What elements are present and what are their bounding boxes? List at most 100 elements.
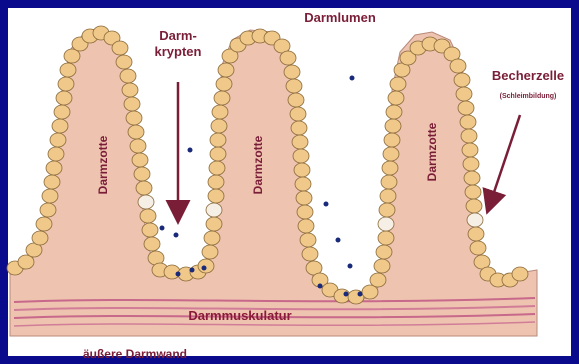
lumen-particle bbox=[344, 292, 349, 297]
epithelial-cell bbox=[122, 83, 138, 97]
epithelial-cell bbox=[379, 203, 395, 217]
epithelial-cell bbox=[208, 189, 224, 203]
epithelial-cell bbox=[112, 41, 128, 55]
epithelial-cell bbox=[124, 97, 140, 111]
lumen-particle bbox=[188, 148, 193, 153]
label-villus-1: Darmzotte bbox=[96, 135, 110, 194]
label-goblet-cell-function: (Schleimbildung) bbox=[500, 93, 557, 100]
lumen-particle bbox=[176, 272, 181, 277]
label-villus-3: Darmzotte bbox=[425, 122, 439, 181]
epithelial-cell bbox=[44, 175, 60, 189]
epithelial-cell bbox=[210, 147, 226, 161]
goblet-cell bbox=[378, 217, 394, 231]
epithelial-cell bbox=[295, 177, 311, 191]
lumen-particle bbox=[160, 226, 165, 231]
epithelial-cell bbox=[465, 185, 481, 199]
epithelial-cell bbox=[383, 147, 399, 161]
lumen-particle bbox=[318, 284, 323, 289]
epithelial-cell bbox=[456, 87, 472, 101]
epithelial-cell bbox=[208, 175, 224, 189]
goblet-cell bbox=[138, 195, 154, 209]
epithelial-cell bbox=[454, 73, 470, 87]
label-crypts-line1: Darm- bbox=[159, 28, 197, 43]
epithelial-cell bbox=[461, 129, 477, 143]
epithelial-cell bbox=[144, 237, 160, 251]
lumen-particle bbox=[336, 238, 341, 243]
epithelial-cell bbox=[302, 247, 318, 261]
epithelial-cell bbox=[42, 189, 58, 203]
epithelial-cell bbox=[512, 267, 528, 281]
epithelial-cell bbox=[382, 161, 398, 175]
epithelial-cell bbox=[206, 217, 222, 231]
epithelial-cell bbox=[216, 77, 232, 91]
epithelial-cell bbox=[464, 171, 480, 185]
goblet-cell-arrow bbox=[488, 115, 520, 210]
epithelial-cell bbox=[56, 91, 72, 105]
epithelial-cell bbox=[198, 259, 214, 273]
epithelial-cell bbox=[50, 133, 66, 147]
epithelial-cell bbox=[468, 227, 484, 241]
epithelial-cell bbox=[52, 119, 68, 133]
epithelial-cell bbox=[334, 289, 350, 303]
epithelial-cell bbox=[300, 233, 316, 247]
epithelial-cell bbox=[384, 133, 400, 147]
epithelial-cell bbox=[210, 133, 226, 147]
epithelial-cell bbox=[380, 189, 396, 203]
epithelial-cell bbox=[214, 91, 230, 105]
epithelial-cell bbox=[132, 153, 148, 167]
epithelial-cell bbox=[36, 217, 52, 231]
epithelial-cell bbox=[376, 245, 392, 259]
label-goblet-cell: Becherzelle bbox=[492, 68, 564, 83]
lumen-particle bbox=[202, 266, 207, 271]
epithelial-cell bbox=[40, 203, 56, 217]
epithelial-cell bbox=[280, 51, 296, 65]
epithelial-cell bbox=[463, 157, 479, 171]
epithelial-cell bbox=[292, 135, 308, 149]
epithelial-cell bbox=[211, 119, 227, 133]
epithelial-cell bbox=[54, 105, 70, 119]
epithelial-cell bbox=[296, 191, 312, 205]
epithelial-cell bbox=[286, 79, 302, 93]
epithelial-cell bbox=[294, 163, 310, 177]
label-muscle-layer: Darmmuskulatur bbox=[188, 308, 291, 323]
label-villus-2: Darmzotte bbox=[251, 135, 265, 194]
epithelial-cell bbox=[462, 143, 478, 157]
epithelial-cell bbox=[298, 219, 314, 233]
epithelial-cell bbox=[46, 161, 62, 175]
epithelial-cell bbox=[140, 209, 156, 223]
epithelial-cell bbox=[386, 105, 402, 119]
lumen-particle bbox=[348, 264, 353, 269]
label-crypts-line2: krypten bbox=[155, 44, 202, 59]
epithelial-cell bbox=[378, 231, 394, 245]
epithelial-cell bbox=[288, 93, 304, 107]
goblet-cell bbox=[467, 213, 483, 227]
epithelial-cell bbox=[297, 205, 313, 219]
epithelial-cell bbox=[120, 69, 136, 83]
epithelial-cell bbox=[58, 77, 74, 91]
lumen-particle bbox=[350, 76, 355, 81]
epithelial-cell bbox=[450, 59, 466, 73]
epithelial-cell bbox=[374, 259, 390, 273]
epithelial-cell bbox=[134, 167, 150, 181]
lumen-particle bbox=[358, 292, 363, 297]
epithelial-cell bbox=[126, 111, 142, 125]
epithelial-cell bbox=[370, 273, 386, 287]
epithelial-cell bbox=[390, 77, 406, 91]
epithelial-cell bbox=[466, 199, 482, 213]
epithelial-cell bbox=[142, 223, 158, 237]
epithelial-cell bbox=[204, 231, 220, 245]
epithelial-cell bbox=[48, 147, 64, 161]
epithelial-cell bbox=[218, 63, 234, 77]
epithelial-cell bbox=[209, 161, 225, 175]
epithelial-cell bbox=[458, 101, 474, 115]
epithelial-cell bbox=[460, 115, 476, 129]
epithelial-cell bbox=[470, 241, 486, 255]
epithelial-cell bbox=[116, 55, 132, 69]
epithelial-cell bbox=[60, 63, 76, 77]
epithelial-cell bbox=[290, 107, 306, 121]
lumen-particle bbox=[174, 233, 179, 238]
lumen-particle bbox=[190, 268, 195, 273]
epithelial-cell bbox=[128, 125, 144, 139]
